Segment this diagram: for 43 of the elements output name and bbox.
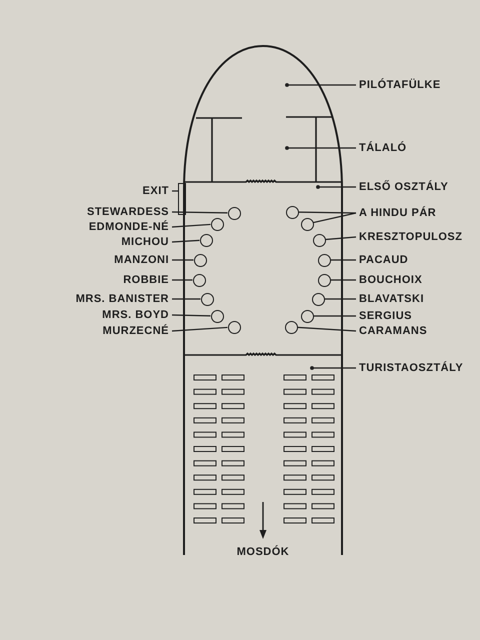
seat-label: PACAUD (359, 253, 408, 267)
seat-label: EDMONDE-NÉ (88, 220, 169, 234)
leader-line (316, 185, 356, 189)
leader-line (330, 279, 356, 281)
leader-line (172, 326, 228, 332)
seat-label: EXIT (142, 184, 169, 198)
leader-line (172, 298, 200, 300)
leader-line (310, 366, 356, 370)
leader-line (172, 259, 194, 261)
seat-label: SERGIUS (359, 309, 412, 323)
seat-label: MANZONI (114, 253, 169, 267)
seat-label: MICHOU (121, 235, 169, 249)
seat-label: ELSŐ OSZTÁLY (359, 180, 448, 194)
leader-line (172, 190, 178, 192)
leader-line (330, 259, 356, 261)
leader-line (172, 211, 228, 214)
leader-line (172, 314, 211, 316)
seat-label: ROBBIE (123, 273, 169, 287)
seat-label: BLAVATSKI (359, 292, 424, 306)
leader-line (325, 236, 356, 240)
seat-label: A HINDU PÁR (359, 206, 436, 220)
area-label: MOSDÓK (236, 545, 290, 559)
leader-line (324, 298, 356, 300)
leader-line (297, 326, 356, 332)
seat-label: TÁLALÓ (359, 141, 407, 155)
leader-line (172, 240, 200, 243)
leader-line (172, 224, 211, 228)
exit-door (178, 183, 186, 215)
seat-label: STEWARDESS (86, 205, 169, 219)
seat-label: CARAMANS (359, 324, 428, 338)
seat-label: MURZECNÉ (102, 324, 169, 338)
seat-label: MRS. BOYD (102, 308, 169, 322)
leader-line (285, 146, 356, 150)
seat-label: MRS. BANISTER (76, 292, 169, 306)
leader-line (314, 315, 356, 317)
seat-label: TURISTAOSZTÁLY (359, 361, 464, 375)
leader-line (298, 212, 356, 214)
seat-label: BOUCHOIX (359, 273, 422, 287)
leader-line (285, 83, 356, 87)
seat-label: KRESZTOPULOSZ (359, 230, 462, 244)
seat-label: PILÓTAFÜLKE (359, 78, 441, 92)
leader-line (313, 212, 356, 224)
leader-line (172, 279, 192, 281)
